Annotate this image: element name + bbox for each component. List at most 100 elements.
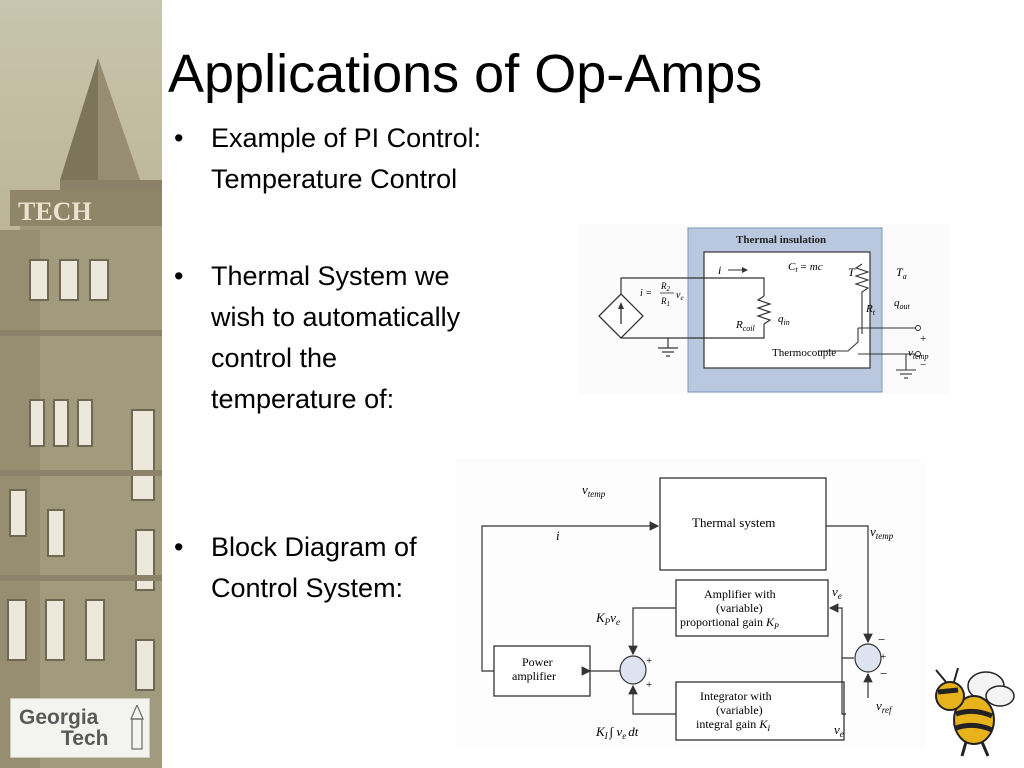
insulation-label: Thermal insulation	[736, 234, 826, 246]
minus-terminal: −	[920, 359, 926, 371]
integrator-gain: K	[758, 717, 768, 731]
svg-text:KPve: KPve	[595, 610, 620, 627]
bullet-line: Thermal System we	[211, 261, 450, 291]
integrator-line: Integrator with	[700, 689, 772, 703]
svg-text:ve: ve	[832, 584, 842, 601]
source-eq-rhs-sub: e	[680, 294, 683, 302]
v-temp-output-sub: temp	[876, 531, 894, 541]
source-eq-lhs: i =	[640, 288, 652, 299]
thermal-resistance-sub: t	[873, 308, 876, 317]
source-eq-den: R	[660, 296, 667, 306]
logo-tower-icon	[130, 705, 144, 750]
ambient-temp-sub: a	[903, 272, 907, 281]
amplifier-gain-sub: P	[773, 622, 779, 631]
svg-text:i =: i =	[640, 288, 652, 299]
kp-ve-v: v	[610, 610, 616, 625]
power-amplifier-block	[493, 645, 591, 697]
svg-text:Rcoil: Rcoil	[735, 319, 756, 333]
heat-out-sub: out	[900, 302, 911, 311]
thermal-resistance	[854, 263, 870, 334]
thermal-system-figure: Thermal insulation i i = R2 R1 ve Ct= mc…	[578, 224, 950, 394]
logo-word-georgia: Georgia	[19, 706, 99, 729]
bullet-line: temperature of:	[211, 384, 395, 414]
source-eq-den-sub: 1	[667, 300, 671, 308]
thermocouple-label: Thermocouple	[772, 347, 836, 359]
ki-integral-label: K	[595, 724, 606, 739]
amplifier-gain: K	[765, 615, 775, 629]
v-ref-sub: ref	[882, 705, 893, 715]
v-temp-label: v	[908, 347, 913, 359]
svg-text:qout: qout	[894, 297, 911, 311]
amplifier-line: (variable)	[716, 601, 763, 615]
summing-junction-pi	[619, 655, 647, 685]
kp-ve-label: K	[595, 610, 606, 625]
heat-out-label: q	[894, 297, 900, 309]
current-i-label: i	[718, 263, 721, 277]
v-temp-sub: temp	[913, 352, 929, 361]
v-ref-label: v	[876, 698, 882, 713]
v-temp-input-label: v	[582, 482, 588, 497]
bullet-line: wish to automatically	[211, 302, 461, 332]
temperature-T-label: T	[848, 265, 856, 279]
integrator-gain-sub: I	[766, 724, 770, 733]
logo-word-tech: Tech	[61, 727, 109, 750]
heat-in-sub: in	[784, 318, 790, 327]
ki-integral-rest-sub: e	[622, 731, 626, 741]
control-block-diagram: Thermal system Amplifier with (variable)…	[456, 458, 926, 748]
current-i-label: i	[556, 528, 560, 543]
thermal-resistance-label: R	[865, 303, 873, 315]
power-amp-line: amplifier	[512, 669, 556, 683]
coil-resistance-sub: coil	[743, 324, 756, 333]
svg-text:vtemp: vtemp	[908, 347, 928, 361]
amplifier-line: Amplifier with	[704, 587, 776, 601]
bullet-line: Control System:	[211, 573, 404, 603]
summing-junction-error	[854, 643, 882, 673]
bullet-line: Temperature Control	[211, 164, 458, 194]
ambient-temp-label: T	[896, 265, 904, 279]
thermal-system-block	[659, 477, 827, 571]
power-amp-line: Power	[522, 655, 553, 669]
minus-sign: −	[880, 666, 887, 681]
proportional-amplifier-block	[675, 579, 829, 637]
georgia-tech-logo: Georgia Tech	[10, 698, 150, 758]
ki-integral-dt: dt	[628, 724, 639, 739]
source-eq-num-sub: 2	[667, 285, 671, 293]
plus-sign: +	[880, 651, 886, 663]
svg-text:R2: R2	[660, 281, 671, 293]
error-signal-label: v	[834, 722, 840, 737]
heat-in-label: q	[778, 313, 784, 325]
bullet-marker: •	[174, 123, 184, 153]
v-temp-output-label: v	[870, 524, 876, 539]
ki-integral-sub: I	[604, 731, 609, 741]
kp-ve-v-sub: e	[616, 617, 620, 627]
error-signal-sub: e	[840, 729, 844, 739]
svg-text:qin: qin	[778, 313, 790, 327]
integrator-line: (variable)	[716, 703, 763, 717]
svg-text:vref: vref	[876, 698, 893, 715]
kp-ve-sub: P	[604, 617, 611, 627]
plus-sign: +	[646, 655, 652, 667]
plus-sign: +	[646, 679, 652, 691]
svg-text:Ct= mc: Ct= mc	[788, 261, 823, 274]
integrator-block	[675, 681, 845, 741]
building-sign-text: TECH	[18, 197, 92, 226]
svg-text:vtemp: vtemp	[870, 524, 894, 541]
coil-resistor	[756, 295, 772, 325]
error-signal-label: v	[832, 584, 838, 599]
source-eq-num: R	[660, 281, 667, 291]
bullet-line: control the	[211, 343, 338, 373]
v-temp-input-sub: temp	[588, 489, 606, 499]
bullet-marker: •	[174, 532, 184, 562]
bullet-line: Block Diagram of	[211, 532, 417, 562]
thermal-system-label: Thermal system	[692, 515, 775, 530]
source-eq-rhs: v	[676, 290, 681, 301]
svg-text:R1: R1	[660, 296, 670, 308]
svg-text:vtemp: vtemp	[582, 482, 606, 499]
error-signal-sub: e	[838, 591, 842, 601]
amplifier-line: proportional gain	[680, 615, 763, 629]
coil-resistance-label: R	[735, 319, 743, 331]
sidebar-photo: TECH Georgia Tech	[0, 0, 162, 768]
